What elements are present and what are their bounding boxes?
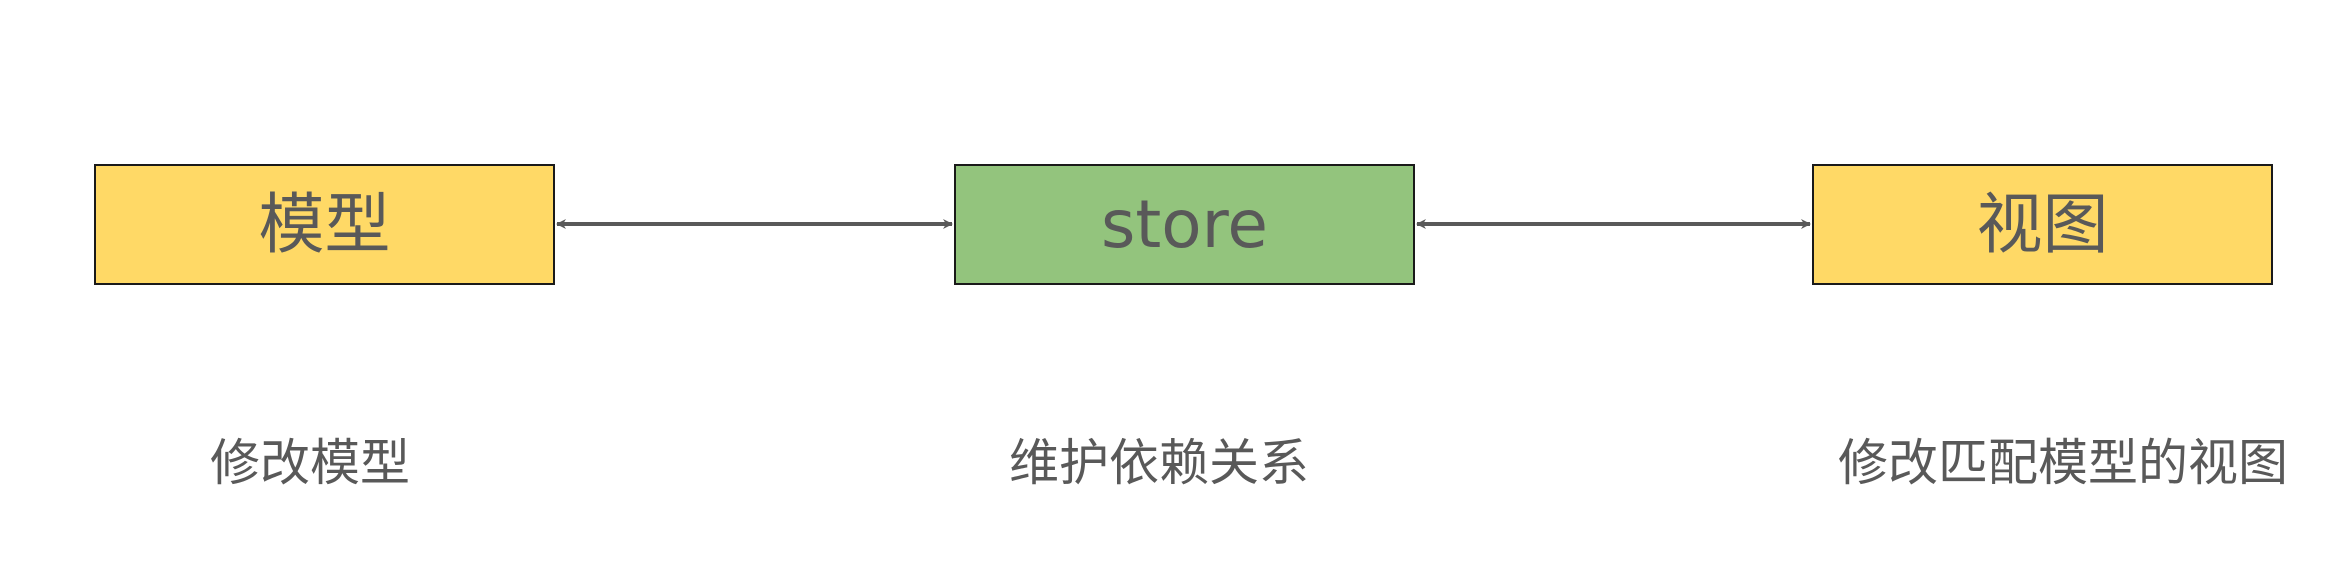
view-caption: 修改匹配模型的视图	[1838, 434, 2288, 492]
view-node-label: 视图	[1976, 185, 2109, 263]
store-node-label: store	[1101, 185, 1268, 263]
model-node-label: 模型	[258, 185, 391, 263]
store-node: store	[954, 164, 1415, 285]
view-node: 视图	[1812, 164, 2273, 285]
store-caption: 维护依赖关系	[1009, 434, 1309, 492]
model-node: 模型	[94, 164, 555, 285]
model-caption: 修改模型	[210, 434, 410, 492]
